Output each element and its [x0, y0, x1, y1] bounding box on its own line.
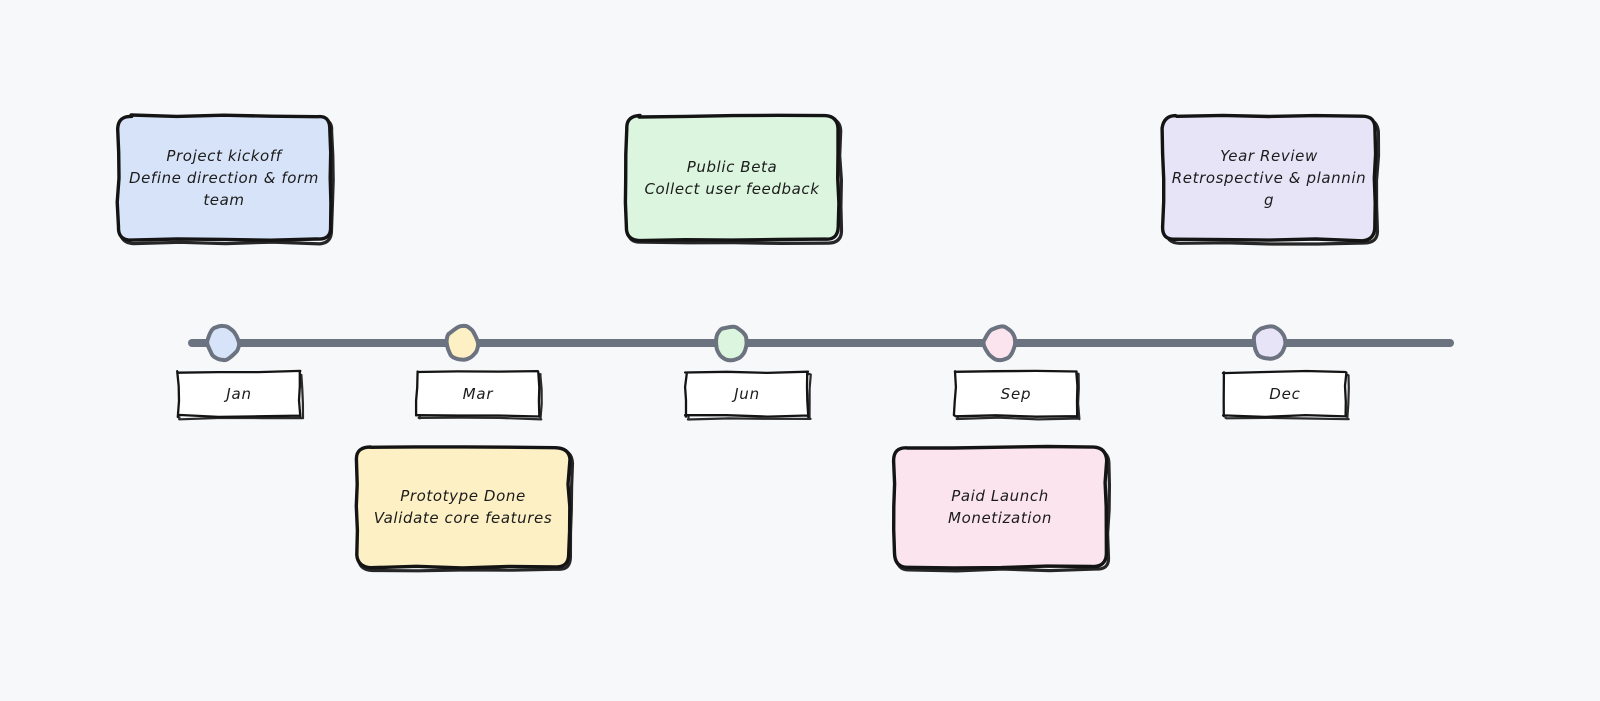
event-project-kickoff[interactable] [115, 113, 335, 246]
event-paid-launch-description: Monetization [948, 509, 1052, 527]
tick-jun-fill [685, 371, 809, 417]
tick-label-mar: Mar [462, 385, 494, 403]
marker-dec[interactable] [1251, 324, 1288, 361]
event-prototype-done-fill [356, 446, 570, 568]
event-prototype-done-description: Validate core features [373, 509, 553, 527]
tick-jun[interactable] [683, 370, 812, 421]
event-public-beta-title: Public Beta [686, 158, 778, 176]
tick-dec-fill [1223, 371, 1347, 417]
marker-sep[interactable] [981, 324, 1018, 363]
event-project-kickoff-fill [117, 115, 331, 241]
event-public-beta-stroke [623, 113, 841, 243]
event-prototype-done-title: Prototype Done [400, 487, 526, 505]
tick-mar-fill [416, 371, 540, 417]
tick-label-jun: Jun [734, 385, 760, 403]
event-year-review[interactable] [1160, 113, 1381, 246]
event-public-beta[interactable] [623, 113, 844, 245]
event-prototype-done[interactable] [354, 445, 575, 573]
event-paid-launch-fill [893, 446, 1107, 568]
tick-mar[interactable] [414, 369, 543, 421]
tick-sep-fill [954, 371, 1078, 417]
marker-dec-dot [1251, 324, 1288, 361]
event-year-review-fill [1162, 115, 1376, 241]
event-year-review-title: Year Review [1220, 147, 1318, 165]
event-public-beta-fill [625, 115, 839, 241]
event-public-beta-description: Collect user feedback [644, 180, 820, 198]
marker-mar[interactable] [444, 323, 481, 362]
marker-jun[interactable] [714, 324, 749, 363]
marker-jan[interactable] [205, 323, 242, 363]
tick-jun-stroke [683, 370, 810, 419]
tick-jan[interactable] [176, 369, 305, 421]
event-project-kickoff-description: Define direction & form team [128, 169, 320, 209]
marker-jan-dot [205, 323, 242, 363]
marker-mar-dot [444, 323, 481, 362]
event-paid-launch[interactable] [891, 444, 1111, 573]
tick-sep-stroke [952, 369, 1079, 418]
event-year-review-description: Retrospective & planning [1171, 169, 1367, 209]
tick-sep[interactable] [952, 369, 1081, 421]
event-prototype-done-stroke [354, 445, 572, 570]
tick-jan-fill [177, 371, 301, 417]
marker-sep-dot [981, 324, 1018, 363]
event-project-kickoff-title: Project kickoff [166, 147, 282, 165]
tick-label-dec: Dec [1269, 385, 1301, 403]
event-year-review-stroke [1160, 113, 1378, 243]
tick-dec[interactable] [1221, 369, 1350, 421]
tick-mar-stroke [414, 369, 541, 418]
tick-label-sep: Sep [1000, 385, 1032, 403]
event-paid-launch-title: Paid Launch [951, 487, 1049, 505]
event-project-kickoff-stroke [115, 113, 333, 242]
marker-jun-dot [714, 324, 749, 363]
event-paid-launch-stroke [891, 444, 1109, 570]
tick-jan-stroke [176, 369, 302, 419]
tick-label-jan: Jan [226, 385, 252, 403]
tick-dec-stroke [1221, 369, 1348, 419]
